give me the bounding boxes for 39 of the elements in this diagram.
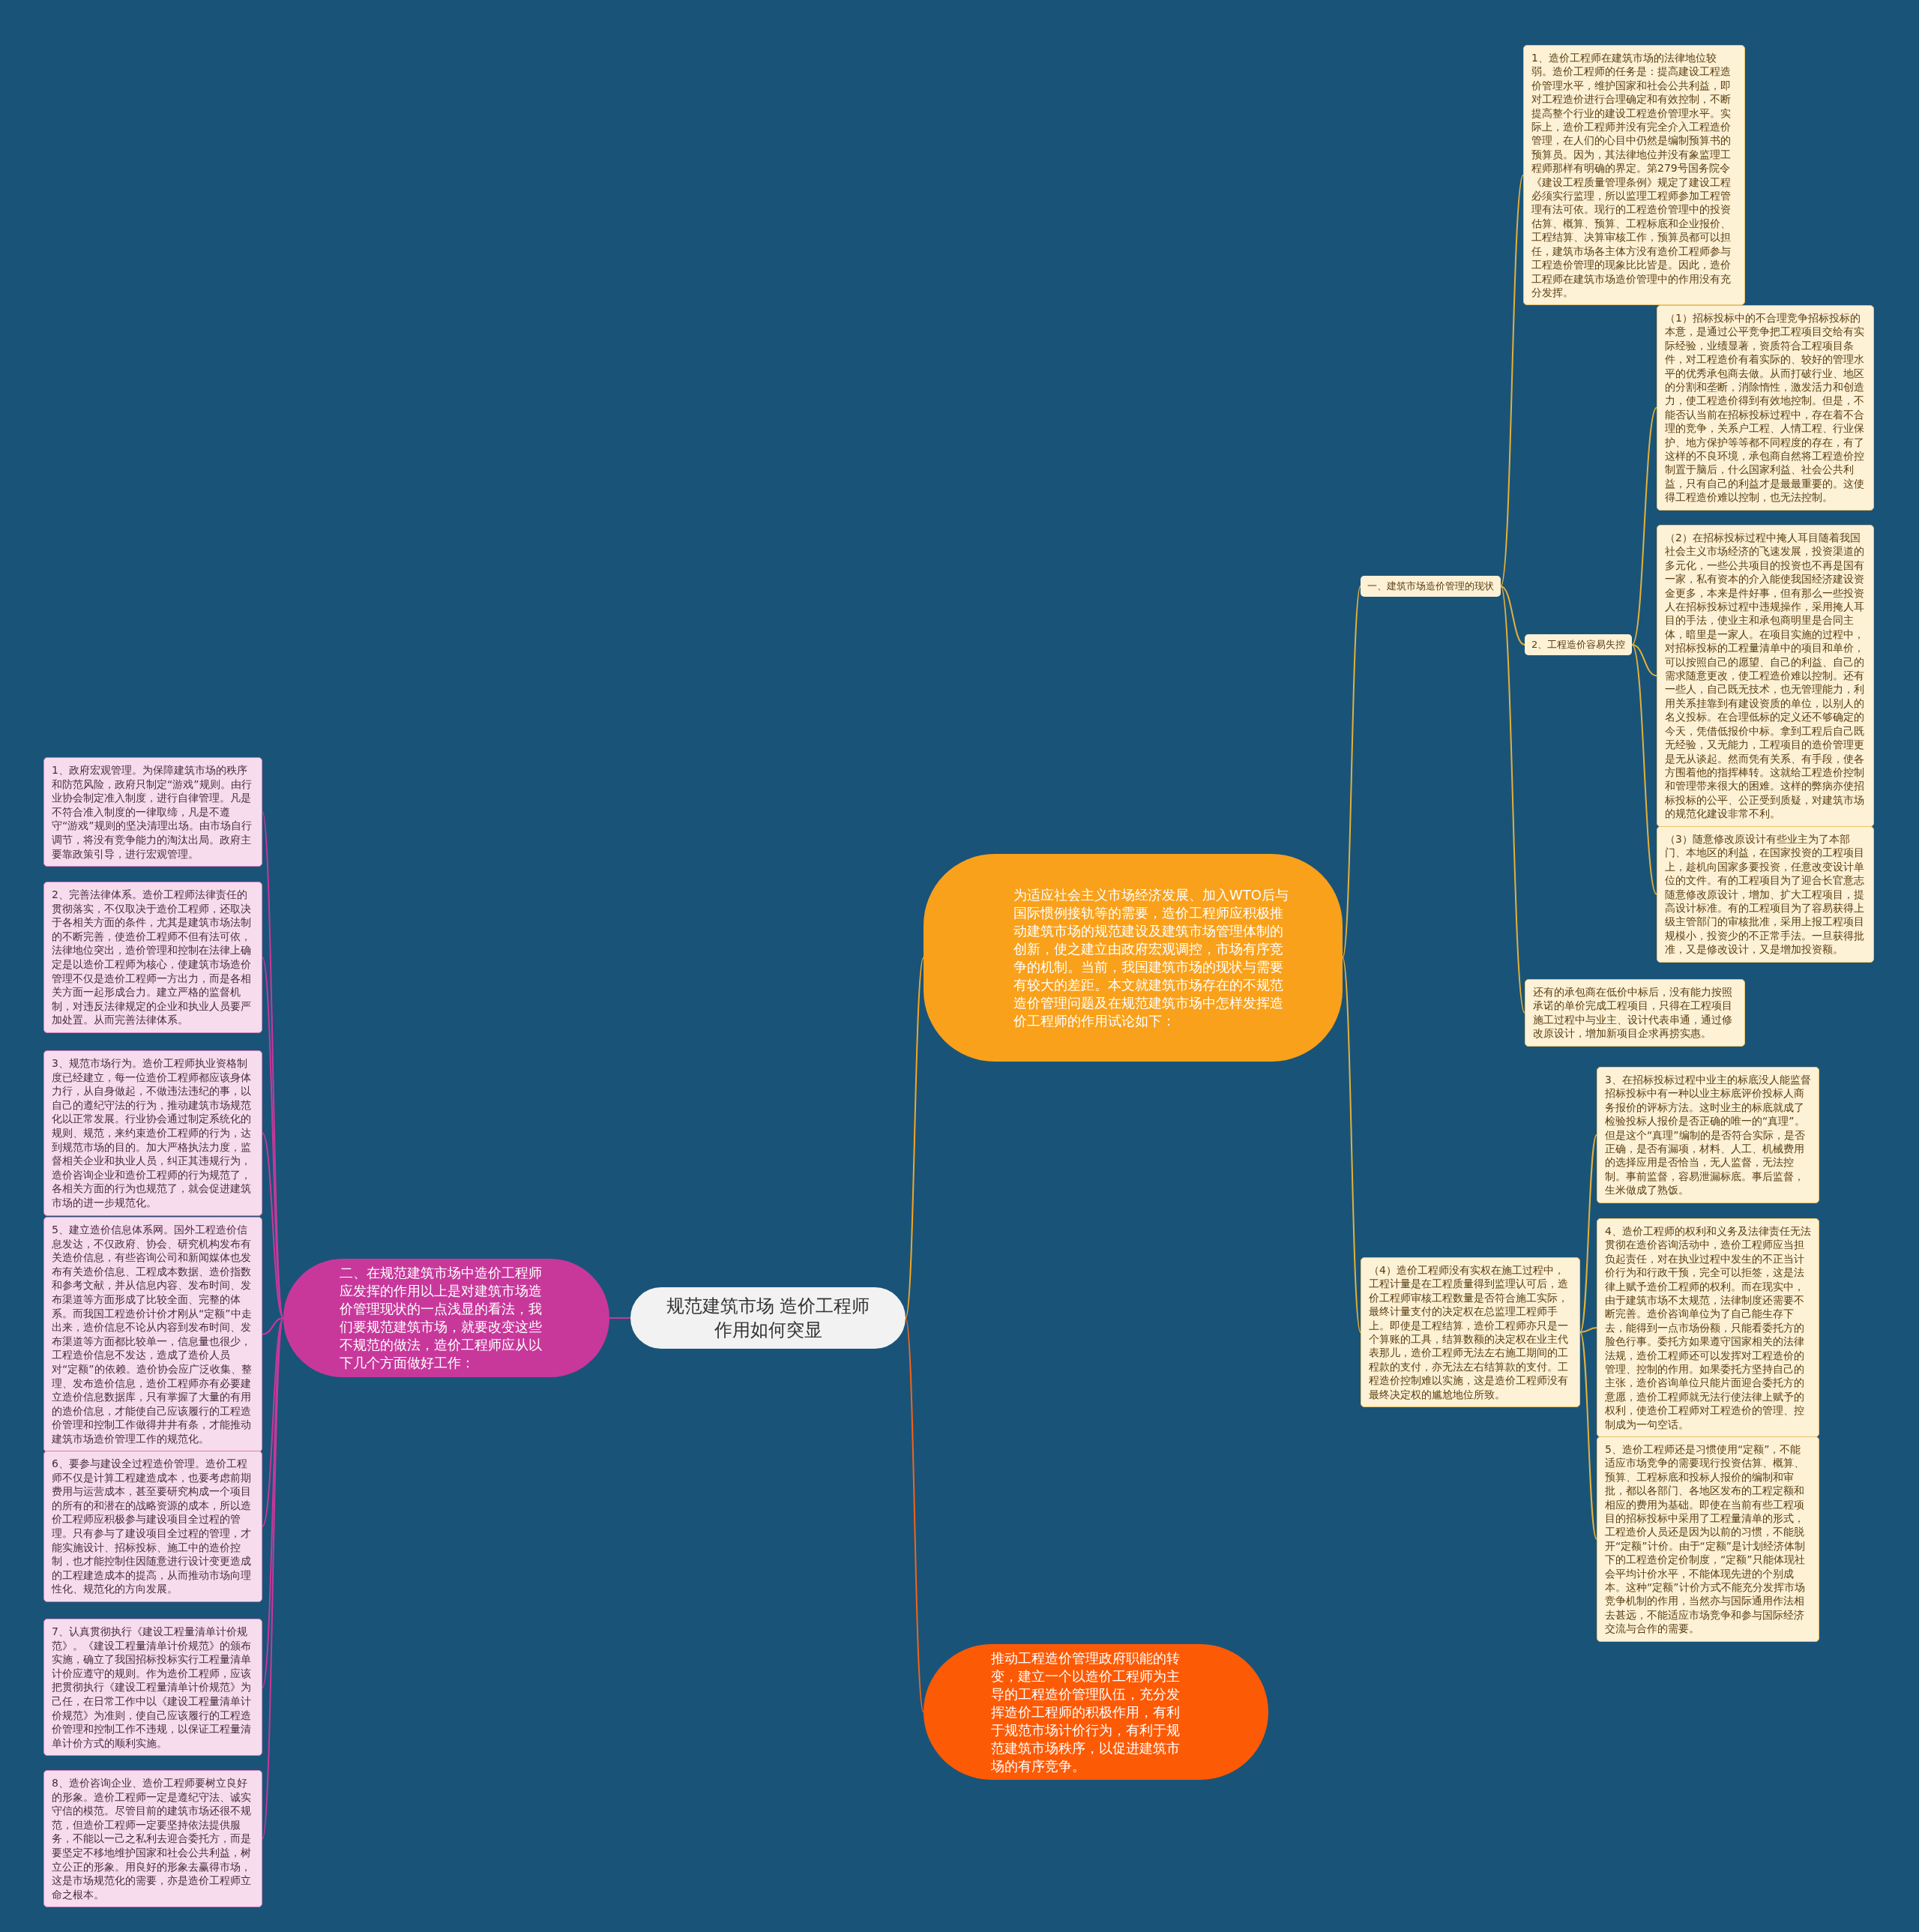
note-card: 2、完善法律体系。造价工程师法律责任的贯彻落实，不仅取决于造价工程师，还取决于各相关方面的条件，尤其是建筑市场法制的不断完善，使造价工程师不但有法可依，法律地位突出，造价管理和控制在法律上确定是以造价工程师为核心，使建筑市场造价管理不仅是造价工程师一方出力，而是各相关方面一起形成合力。建立严格的监督机制，对违反法律规定的企业和执业人员要严加处置。从而完善法律体系。 [43, 882, 262, 1033]
connector-line [1342, 957, 1361, 1334]
connector-line [905, 957, 924, 1319]
note-card: 3、在招标投标过程中业主的标底没人能监督招标投标中有一种以业主标底评价投标人商务报价的评标方法。这时业主的标底就成了检验投标人报价是否正确的唯一的“真理”。但是这个“真理”编制的是否符合实际，是否正确，是否有漏项，材料、人工、机械费用的选择应用是否恰当，无人监督，无法控制。事前监督，容易泄漏标底。事后监督，生米做成了熟饭。 [1597, 1067, 1819, 1203]
topic-bubble: 为适应社会主义市场经济发展、加入WTO后与国际惯例接轨等的需要，造价工程师应积极推动建筑市场的规范建设及建筑市场管理体制的创新，使之建立由政府宏观调控，市场有序竞争的机制。当前，我国建筑市场的现状与需要有较大的差距。本文就建筑市场存在的不规范造价管理问题及在规范建筑市场中怎样发挥造价工程师的作用试论如下： [924, 854, 1343, 1062]
branch-label: 2、工程造价容易失控 [1525, 634, 1633, 655]
note-card: 7、认真贯彻执行《建设工程量清单计价规范》。《建设工程量清单计价规范》的颁布实施，确立了我国招标投标实行工程量清单计价应遵守的规则。作为造价工程师，应该把贯彻执行《建设工程量清单计价规范》为己任，在日常工作中以《建设工程量清单计价规范》为准则，使自己应该履行的工程造价管理和控制工作不违规，以保证工程量清单计价方式的顺利实施。 [43, 1619, 262, 1757]
central-topic-node: 规范建筑市场 造价工程师作用如何突显 [630, 1287, 906, 1349]
connector-line [1579, 1134, 1597, 1334]
note-card: 还有的承包商在低价中标后，没有能力按照承诺的单价完成工程项目，只得在工程项目施工过程中与业主、设计代表串通，通过修改原设计，增加新项目企求再捞实惠。 [1525, 979, 1745, 1047]
connector-line [262, 1317, 284, 1527]
connector-line [1631, 644, 1657, 677]
note-card: 1、造价工程师在建筑市场的法律地位较弱。造价工程师的任务是：提高建设工程造价管理水平，维护国家和社会公共利益，即对工程造价进行合理确定和有效控制，不断提高整个行业的建设工程造价管理水平。实际上，造价工程师并没有完全介入工程造价管理，在人们的心目中仍然是编制预算书的预算员。因为，其法律地位并没有象监理工程师那样有明确的界定。第279号国务院令《建设工程质量管理条例》规定了建设工程必须实行监理，所以监理工程师参加工程管理有法可依。现行的工程造价管理中的投资估算、概算、预算、工程标底和企业报价、工程结算、决算审核工作，预算员都可以担任，建筑市场各主体方没有造价工程师参与工程造价管理的现象比比皆是。因此，造价工程师在建筑市场造价管理中的作用没有充分发挥。 [1523, 45, 1745, 306]
connector-line [1631, 644, 1657, 895]
connector-line [262, 1317, 284, 1335]
connector-line [609, 1317, 631, 1319]
connector-line [1579, 1331, 1597, 1540]
connector-line [1500, 586, 1525, 645]
note-card: 5、造价工程师还是习惯使用“定额”，不能适应市场竞争的需要现行投资估算、概算、预算、工程标底和投标人报价的编制和审批，都以各部门、各地区发布的工程定额和相应的费用为基础。即使在当前有些工程项目的招标投标中采用了工程量清单的形式，工程造价人员还是因为以前的习惯，不能脱开“定额”计价。由于“定额”是计划经济体制下的工程造价定价制度，“定额”只能体现社会平均计价水平，不能体现先进的个别成本。这种“定额”计价方式不能充分发挥市场竞争机制的作用，当然亦与国际通用作法相去甚远，不能适应市场竞争和参与国际经济交流与合作的需要。 [1597, 1436, 1819, 1642]
connector-line [1342, 586, 1361, 959]
connector-line [1579, 1327, 1597, 1334]
connector-line [262, 1132, 284, 1319]
note-card: 3、规范市场行为。造价工程师执业资格制度已经建立，每一位造价工程师都应该身体力行，从自身做起，不做违法违纪的事，以自己的遵纪守法的行为，推动建筑市场规范化以正常发展。行业协会通过制定系统化的规则、规范，来约束造价工程师的行为，达到规范市场的目的。加大严格执法力度，监督相关企业和执业人员，纠正其违规行为，造价咨询企业和造价工程师的行为规范了，各相关方面的行为也规范了，就会促进建筑市场的进一步规范化。 [43, 1050, 262, 1216]
note-card: 1、政府宏观管理。为保障建筑市场的秩序和防范风险，政府只制定“游戏”规则。由行业协会制定准入制度，进行自律管理。凡是不符合准入制度的一律取缔，凡是不遵守“游戏”规则的坚决清理出场。由市场自行调节，将没有竞争能力的淘汰出局。政府主要靠政策引导，进行宏观管理。 [43, 757, 262, 867]
connector-line [1500, 586, 1525, 1014]
branch-label: 一、建筑市场造价管理的现状 [1361, 576, 1501, 597]
topic-bubble: 推动工程造价管理政府职能的转变，建立一个以造价工程师为主导的工程造价管理队伍，充分发挥造价工程师的积极作用，有利于规范市场计价行为，有利于规范建筑市场秩序，以促进建筑市场的有序竞争。 [924, 1644, 1268, 1780]
connector-line [1500, 174, 1524, 587]
connector-line [1631, 406, 1657, 645]
topic-bubble: 二、在规范建筑市场中造价工程师应发挥的作用以上是对建筑市场造价管理现状的一点浅显的看法，我们要规范建筑市场，就要改变这些不规范的做法，造价工程师应从以下几个方面做好工作： [283, 1259, 609, 1377]
note-card: （3）随意修改原设计有些业主为了本部门、本地区的利益，在国家投资的工程项目上，趁机向国家多要投资，任意改变设计单位的文件。有的工程项目为了迎合长官意志随意修改原设计，增加、扩大工程项目，提高设计标准。有的工程项目为了容易获得上级主管部门的审核批准，采用上报工程项目规模小，投资少的不正常手法。一旦获得批准，又是修改设计，又是增加投资额。 [1657, 826, 1874, 963]
note-card: 4、造价工程师的权利和义务及法律责任无法贯彻在造价咨询活动中，造价工程师应当担负起责任，对在执业过程中发生的不正当计价行为和行政干预，完全可以拒签，这是法律上赋予造价工程师的权利。而在现实中，由于建筑市场不太规范，法律制度还需要不断完善。造价咨询单位为了自己能生存下去，能得到一点市场份额，只能看委托方的脸色行事。委托方如果遵守国家相关的法律法规，造价工程师还可以发挥对工程造价的管理、控制的作用。如果委托方坚持自己的主张，造价咨询单位只能片面迎合委托方的意愿，造价工程师就无法行使法律上赋予的权利，使造价工程师对工程造价的管理、控制成为一句空话。 [1597, 1218, 1819, 1438]
note-card: （1）招标投标中的不合理竞争招标投标的本意，是通过公平竞争把工程项目交给有实际经验，业绩显著，资质符合工程项目条件，对工程造价有着实际的、较好的管理水平的优秀承包商去做。从而打破行业、地区的分割和垄断，消除惰性，激发活力和创造力，使工程造价得到有效地控制。但是，不能否认当前在招标投标过程中，存在着不合理的竞争，关系户工程、人情工程、行业保护、地方保护等等都不同程度的存在，有了这样的不良环境，承包商自然将工程造价控制置于脑后，什么国家利益、社会公共利益，只有自己的利益才是最最重要的。这使得工程造价难以控制，也无法控制。 [1657, 305, 1874, 511]
note-card: 5、建立造价信息体系网。国外工程造价信息发达，不仅政府、协会、研究机构发布有关造价信息，有些咨询公司和新闻媒体也发布有关造价信息、工程成本数据、造价指数和参考文献，并从信息内容、发布时间、发布渠道等方面形成了比较全面、完整的体系。而我国工程造价计价才刚从“定额”中走出来，造价信息不论从内容到发布时间、发布渠道等方面都比较单一，信息量也很少，工程造价信息不发达，造成了造价人员对“定额”的依赖。造价协会应广泛收集、整理、发布造价信息，造价工程师亦有必要建立造价信息数据库，只有掌握了大量的有用的造价信息，才能使自己应该履行的工程造价管理和控制工作做得井井有条，才能推动建筑市场造价管理工作的规范化。 [43, 1217, 262, 1452]
note-card: 6、要参与建设全过程造价管理。造价工程师不仅是计算工程建造成本，也要考虑前期费用与运营成本，甚至要研究构成一个项目的所有的和潜在的战略资源的成本，所以造价工程师应积极参与建设项目全过程的管理。只有参与了建设项目全过程的管理，才能实施设计、招标投标、施工中的造价控制，也才能控制住因随意进行设计变更造成的工程建造成本的提高，从而推动市场向理性化、规范化的方向发展。 [43, 1451, 262, 1602]
note-card: （2）在招标投标过程中掩人耳目随着我国社会主义市场经济的飞速发展，投资渠道的多元化，一些公共项目的投资也不再是国有一家，私有资本的介入能使我国经济建设资金更多，本来是件好事，但有那么一些投资人在招标投标过程中违规操作，采用掩人耳目的手法，使业主和承包商明里是合同主体，暗里是一家人。在项目实施的过程中，对招标投标的工程量清单中的项目和单价，可以按照自己的愿望、自己的利益、自己的需求随意更改，使工程造价难以控制。还有一些人，自己既无技术，也无管理能力，利用关系挂靠到有建设资质的单位，以别人的名义投标。在合理低标的定义还不够确定的今天，凭借低报价中标。拿到工程后自己既无经验，又无能力，工程项目的造价管理更是无从谈起。然而凭有关系、有手段，使各方围着他的指挥棒转。这就给工程造价控制和管理带来很大的困难。这样的弊病亦使招标投标的公平、公正受到质疑，对建筑市场的规范化建设非常不利。 [1657, 525, 1874, 827]
connector-line [905, 1317, 924, 1713]
note-card: 8、造价咨询企业、造价工程师要树立良好的形象。造价工程师一定是遵纪守法、诚实守信的模范。尽管目前的建筑市场还很不规范，但造价工程师一定要坚持依法提供服务，不能以一己之私利去迎合委托方，而是要坚定不移地维护国家和社会公共利益，树立公正的形象。用良好的形象去赢得市场，这是市场规范化的需要，亦是造价工程师立命之根本。 [43, 1770, 262, 1908]
note-card: （4）造价工程师没有实权在施工过程中，工程计量是在工程质量得到监理认可后，造价工程师审核工程数量是否符合施工实际，最终计量支付的决定权在总监理工程师手上。即使是工程结算，造价工程师亦只是一个算账的工具，结算数额的决定权在业主代表那儿，造价工程师无法左右施工期间的工程款的支付，亦无法左右结算款的支付。工程造价控制难以实施，这是造价工程师没有最终决定权的尴尬地位所致。 [1361, 1257, 1580, 1408]
